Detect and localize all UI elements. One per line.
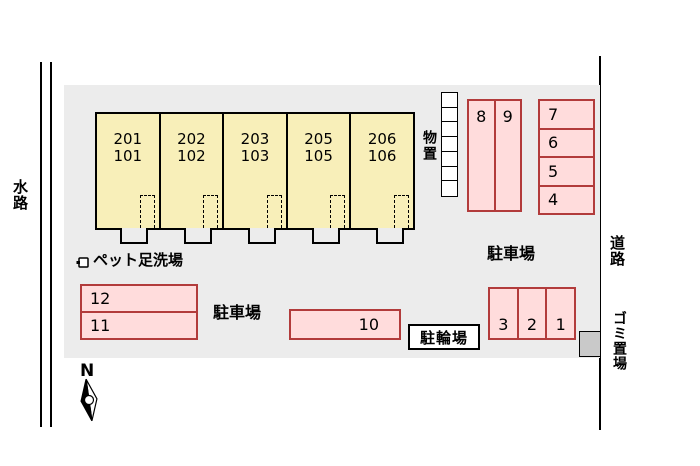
parking-stall-11: 11 [82, 311, 196, 338]
storage-locker-cell [442, 122, 457, 138]
entrance-step [120, 228, 148, 244]
parking-stall-9: 9 [493, 101, 521, 210]
unit-upper-number: 202 [177, 130, 206, 148]
parking-stall-12: 12 [90, 289, 111, 308]
storage-label: 物置 [421, 130, 437, 162]
storage-locker-cell [442, 152, 457, 167]
garbage-box [579, 331, 601, 357]
waterway-line-outer [40, 62, 42, 427]
entrance-dashed-area [139, 195, 155, 228]
parking-stalls-3-2-1: 3 2 1 [488, 287, 576, 340]
parking-stall-4: 4 [540, 184, 593, 214]
unit-upper-number: 201 [113, 130, 143, 148]
storage-locker-cell [442, 137, 457, 152]
parking-stall-3: 3 [498, 315, 509, 334]
road-label: 道路 [608, 235, 626, 267]
storage-lockers [441, 92, 458, 197]
parking-area-label-upper: 駐車場 [487, 244, 536, 263]
parking-stall-5: 5 [540, 156, 593, 185]
storage-locker-cell [442, 167, 457, 182]
unit-lower-number: 106 [367, 147, 397, 166]
storage-locker-cell [442, 181, 457, 196]
pet-wash-label: ペット足洗場 [93, 251, 184, 269]
unit-number-label: 203 103 [224, 130, 286, 166]
entrance-step [184, 228, 212, 244]
parking-stall-8: 8 [476, 107, 487, 126]
pet-wash-icon [76, 254, 89, 273]
unit-lower-number: 105 [304, 147, 333, 166]
building-unit-206-106: 206 106 [351, 114, 413, 228]
bicycle-parking-sign: 駐輪場 [408, 324, 480, 350]
waterway-line-inner [50, 62, 52, 427]
parking-stalls-12-11: 12 11 [80, 284, 198, 340]
unit-upper-number: 205 [304, 130, 333, 148]
unit-lower-number: 101 [113, 147, 143, 166]
north-label: N [80, 361, 95, 381]
unit-number-label: 205 105 [288, 130, 350, 166]
parking-stalls-8-9: 8 9 [467, 99, 522, 212]
compass-needle-icon [74, 377, 104, 424]
waterway-label: 水路 [11, 179, 29, 211]
building-unit-201-101: 201 101 [97, 114, 161, 228]
parking-area-label-lower: 駐車場 [213, 303, 262, 322]
parking-stall-7: 7 [548, 104, 559, 124]
unit-lower-number: 103 [240, 147, 270, 166]
parking-stalls-7-6-5-4: 7 6 5 4 [538, 99, 595, 215]
entrance-step [312, 228, 340, 244]
parking-stall-2: 2 [516, 289, 546, 338]
building-unit-203-103: 203 103 [224, 114, 288, 228]
unit-number-label: 202 102 [161, 130, 223, 166]
parking-stall-10: 10 [289, 309, 401, 340]
entrance-dashed-area [203, 195, 219, 228]
building-unit-202-102: 202 102 [161, 114, 225, 228]
entrance-step [376, 228, 404, 244]
storage-locker-cell [442, 93, 457, 108]
storage-locker-cell [442, 108, 457, 123]
unit-lower-number: 102 [177, 147, 206, 166]
building-outline: 201 101 202 102 203 103 205 105 [95, 112, 415, 230]
garbage-label: ゴミ置場 [611, 311, 627, 371]
entrance-dashed-area [266, 195, 282, 228]
parking-stall-6: 6 [540, 127, 593, 157]
road-line [599, 56, 601, 430]
unit-number-label: 206 106 [351, 130, 413, 166]
unit-upper-number: 206 [367, 130, 397, 148]
building-unit-205-105: 205 105 [288, 114, 352, 228]
parking-stall-1: 1 [545, 289, 574, 338]
unit-number-label: 201 101 [97, 130, 159, 166]
entrance-step [248, 228, 276, 244]
entrance-dashed-area [330, 195, 346, 228]
entrance-dashed-area [393, 195, 409, 228]
unit-upper-number: 203 [240, 130, 270, 148]
parking-stall-10-number: 10 [358, 315, 379, 334]
